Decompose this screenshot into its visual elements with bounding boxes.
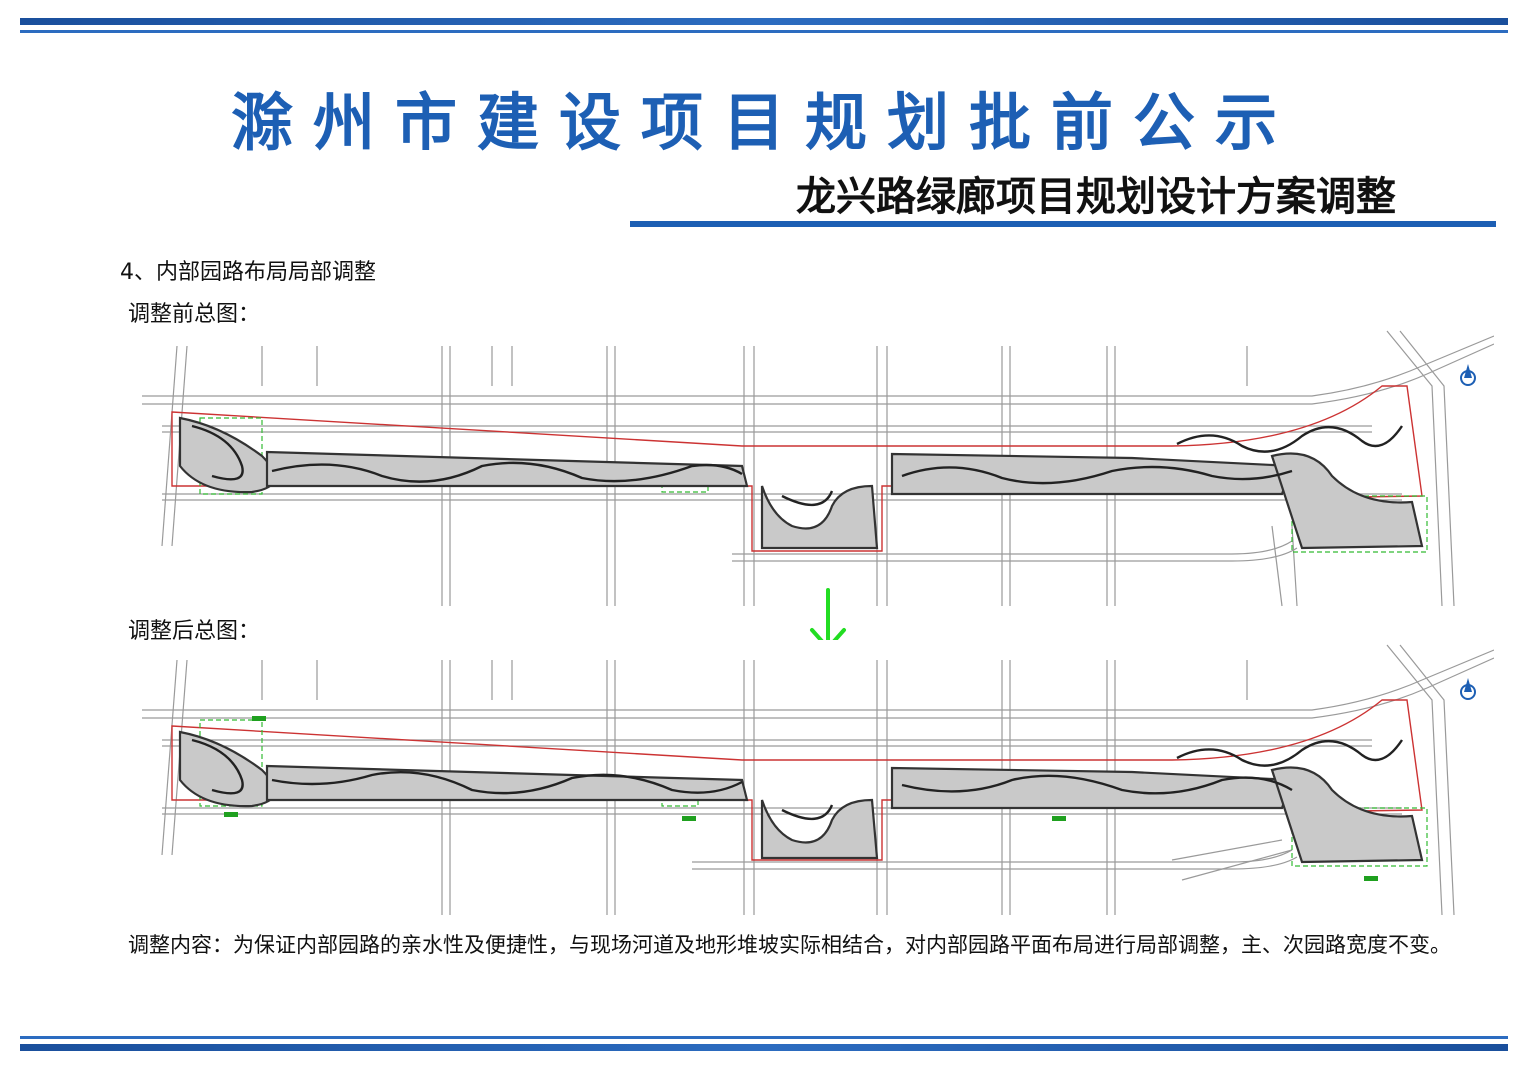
section-heading: 4、内部园路布局局部调整 bbox=[120, 260, 376, 285]
project-subtitle: 龙兴路绿廊项目规划设计方案调整 bbox=[796, 174, 1396, 220]
plan-before-adjustment bbox=[132, 326, 1494, 610]
plan-after-adjustment bbox=[132, 640, 1494, 920]
top-decorative-band bbox=[20, 18, 1508, 33]
adjustment-description: 调整内容：为保证内部园路的亲水性及便捷性，与现场河道及地形堆坡实际相结合，对内部… bbox=[128, 933, 1451, 957]
page-title: 滁州市建设项目规划批前公示 bbox=[230, 86, 1297, 159]
bottom-decorative-band bbox=[20, 1036, 1508, 1051]
before-plan-label: 调整前总图： bbox=[128, 302, 261, 327]
after-plan-label: 调整后总图： bbox=[128, 619, 261, 644]
subtitle-underline bbox=[630, 221, 1496, 227]
north-arrow-icon bbox=[1460, 364, 1476, 386]
north-arrow-icon bbox=[1460, 678, 1476, 700]
